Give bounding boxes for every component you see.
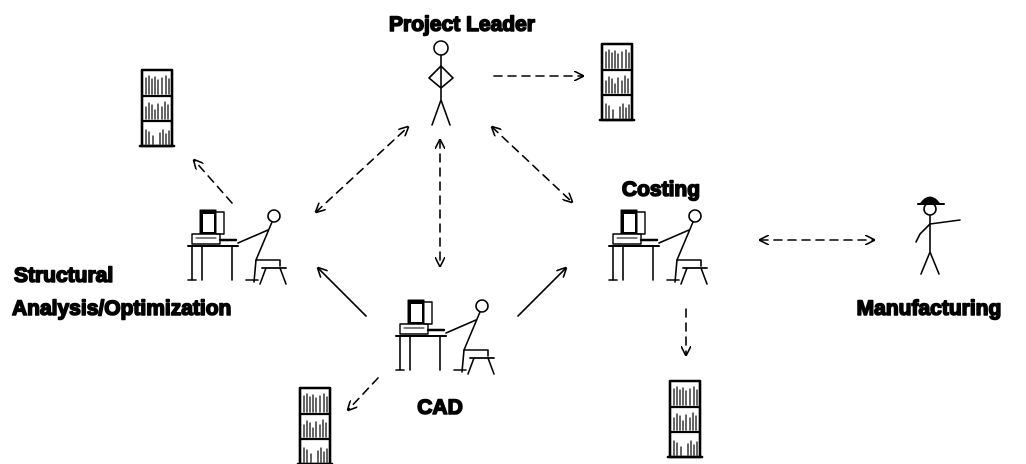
structural-workstation-icon bbox=[186, 208, 288, 286]
costing-label: Costing bbox=[622, 178, 700, 201]
manufacturing-worker-icon bbox=[915, 196, 961, 275]
arrow-structural-leader bbox=[316, 127, 408, 212]
structural-bookshelf-icon bbox=[138, 68, 176, 148]
arrow-leader-costing bbox=[492, 127, 572, 202]
structural-label-line2: Analysis/Optimization bbox=[12, 297, 231, 320]
arrow-cad-to-structural bbox=[318, 268, 367, 317]
costing-workstation-icon bbox=[607, 208, 709, 286]
arrow-cad-to-costing bbox=[517, 268, 566, 317]
arrow-cad-to-shelf bbox=[348, 377, 379, 410]
cad-label: CAD bbox=[417, 396, 463, 419]
dashed-connectors bbox=[194, 76, 874, 410]
project-leader-person-icon bbox=[428, 40, 454, 126]
costing-bookshelf-icon bbox=[666, 379, 704, 459]
arrow-structural-to-shelf bbox=[194, 160, 233, 204]
project-leader-label: Project Leader bbox=[389, 13, 535, 36]
structural-label-line1: Structural bbox=[14, 264, 113, 287]
leader-bookshelf-icon bbox=[598, 42, 636, 122]
cad-bookshelf-icon bbox=[296, 386, 334, 464]
manufacturing-label: Manufacturing bbox=[857, 297, 1002, 320]
cad-workstation-icon bbox=[394, 298, 496, 376]
